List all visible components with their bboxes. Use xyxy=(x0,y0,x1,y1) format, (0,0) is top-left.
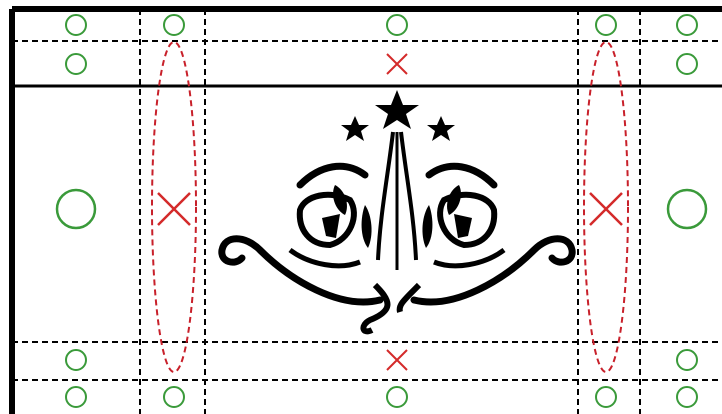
reject-x-mark xyxy=(158,193,190,225)
ok-circle-mark xyxy=(164,15,184,35)
ok-circle-mark xyxy=(57,190,95,228)
ok-circle-mark xyxy=(677,350,697,370)
right-reject-ellipse xyxy=(584,42,628,372)
right-star xyxy=(427,116,455,141)
reject-x-mark xyxy=(590,193,622,225)
right-leaf-1 xyxy=(447,185,461,215)
right-wing xyxy=(429,166,494,185)
crest-with-stars-and-swirls-icon xyxy=(222,90,572,331)
left-star xyxy=(341,116,369,141)
ok-circle-mark xyxy=(66,350,86,370)
big-star xyxy=(375,90,419,129)
bottom-curl xyxy=(363,285,419,331)
left-eye-pupil xyxy=(322,214,340,238)
ok-circle-mark xyxy=(66,387,86,407)
left-scroll xyxy=(222,239,380,302)
ok-circle-mark xyxy=(677,15,697,35)
left-wing xyxy=(300,166,365,185)
ok-circle-mark xyxy=(677,54,697,74)
ok-circle-mark xyxy=(596,15,616,35)
ok-circle-mark xyxy=(387,15,407,35)
left-reject-ellipse xyxy=(152,42,196,372)
ok-circle-mark xyxy=(66,54,86,74)
right-eye-pupil xyxy=(454,214,472,238)
ok-circle-mark xyxy=(677,387,697,407)
right-scroll xyxy=(414,239,572,302)
ok-circle-mark xyxy=(387,387,407,407)
reject-ellipses xyxy=(152,42,628,372)
right-side-leaf xyxy=(422,205,432,248)
left-side-leaf xyxy=(362,205,372,248)
ok-circle-mark xyxy=(164,387,184,407)
left-lower-swirl xyxy=(290,250,360,266)
ok-circle-mark xyxy=(668,190,706,228)
right-lower-swirl xyxy=(434,250,504,266)
left-leaf-1 xyxy=(333,185,347,215)
ok-circle-mark xyxy=(66,15,86,35)
reject-x-mark xyxy=(387,350,407,370)
ok-circle-mark xyxy=(596,387,616,407)
reject-x-mark xyxy=(387,54,407,74)
